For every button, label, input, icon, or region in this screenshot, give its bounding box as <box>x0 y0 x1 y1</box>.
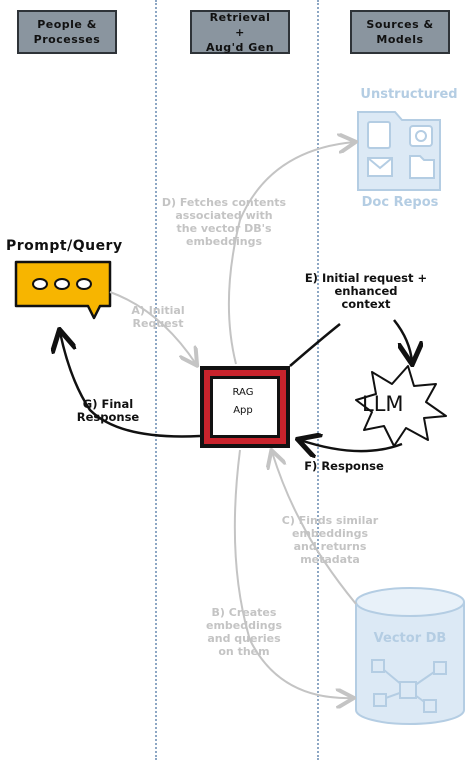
network-graph-icon <box>371 659 447 713</box>
prompt-title: Prompt/Query <box>6 238 123 254</box>
lane-header-label: People & Processes <box>33 18 101 46</box>
bubble-dot-icon <box>32 278 48 290</box>
lane-header-label: Retrieval + Aug'd Gen <box>205 10 275 54</box>
lane-header-retrieval: Retrieval + Aug'd Gen <box>190 10 290 54</box>
edge-label-b: B) Creates embeddings and queries on the… <box>205 606 283 658</box>
edge-label-a: A) Initial Request <box>131 304 185 330</box>
lane-divider-left <box>155 0 157 760</box>
arrow-f-response <box>300 440 403 451</box>
vector-db-cylinder <box>355 587 465 725</box>
edge-label-f: F) Response <box>304 459 384 473</box>
edge-label-g: G) Final Response <box>76 397 140 424</box>
lane-divider-right <box>317 0 319 760</box>
folder-icon <box>357 111 441 191</box>
vector-db-label: Vector DB <box>373 631 447 646</box>
folder-small-icon <box>409 155 435 179</box>
arrow-b-create-embeddings <box>233 449 352 698</box>
arrow-e-to-llm <box>393 319 412 362</box>
edge-label-c: C) Finds similar embeddings and returns … <box>281 514 379 566</box>
document-icon <box>367 121 391 149</box>
doc-repos-title: Unstructured <box>360 87 458 102</box>
edge-label-e: E) Initial request + enhanced context <box>304 271 428 311</box>
camera-icon <box>409 125 433 147</box>
lane-header-label: Sources & Models <box>366 18 434 46</box>
llm-label: LLM <box>362 392 404 416</box>
doc-repos-label: Doc Repos <box>361 195 439 210</box>
edge-label-d: D) Fetches contents associated with the … <box>161 196 287 248</box>
arrow-d-fetch-contents <box>227 142 354 365</box>
lane-header-sources: Sources & Models <box>350 10 450 54</box>
rag-app-label: RAG App <box>232 387 254 416</box>
prompt-bubble <box>14 260 112 320</box>
arrow-a-initial-request <box>109 291 196 364</box>
arrow-c-find-similar <box>272 452 357 605</box>
arrow-g-final-response <box>60 332 201 438</box>
bubble-dot-icon <box>54 278 70 290</box>
rag-app-box <box>200 366 290 448</box>
llm-starburst <box>355 365 447 447</box>
bubble-dot-icon <box>76 278 92 290</box>
arrow-e-enhanced-context <box>289 323 341 367</box>
lane-header-people: People & Processes <box>17 10 117 54</box>
